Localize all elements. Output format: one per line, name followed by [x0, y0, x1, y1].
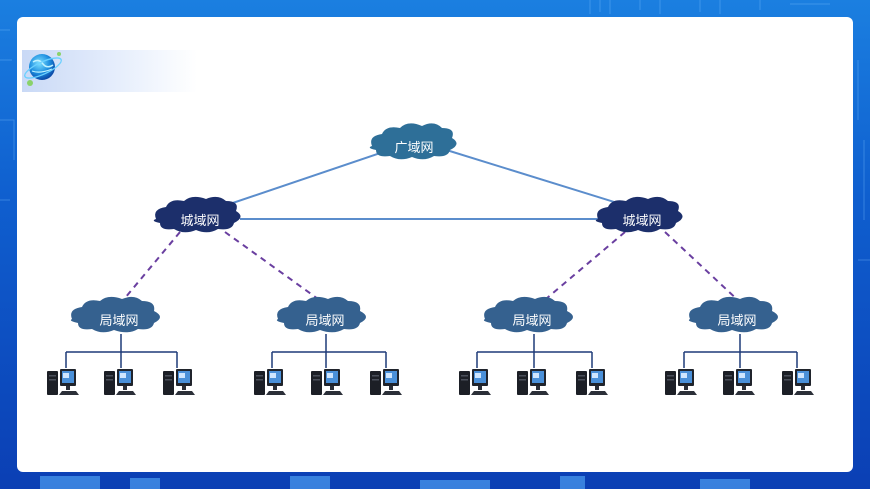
lan-3-computers	[459, 369, 608, 395]
link-man1-lan1	[119, 231, 181, 305]
slide-canvas	[17, 17, 853, 472]
man-cloud-left: 城域网	[153, 196, 241, 233]
computer-icon	[47, 369, 79, 395]
computer-icon	[723, 369, 755, 395]
wan-cloud: 广域网	[369, 123, 457, 160]
lan-2-computers	[254, 369, 402, 395]
lan-3-wiring	[476, 334, 593, 368]
lan-1-computers	[47, 369, 195, 395]
link-man1-lan2	[224, 231, 326, 305]
computer-icon	[104, 369, 136, 395]
link-man2-lan4	[664, 231, 743, 305]
lan-cloud-2: 局域网	[276, 296, 366, 333]
man-left-label: 城域网	[180, 214, 219, 229]
lan-cloud-4: 局域网	[688, 296, 778, 333]
lan-cloud-3: 局域网	[483, 296, 573, 333]
lan-4-wiring	[683, 334, 798, 368]
computer-icon	[665, 369, 697, 395]
lan-1-label: 局域网	[99, 314, 138, 329]
computer-icon	[254, 369, 286, 395]
lan-cloud-1: 局域网	[70, 296, 160, 333]
man-right-label: 城域网	[622, 214, 661, 229]
man-cloud-right: 城域网	[595, 196, 683, 233]
link-wan-man-right	[439, 147, 641, 211]
globe-icon	[24, 52, 62, 86]
computer-icon	[576, 369, 608, 395]
lan-3-label: 局域网	[512, 314, 551, 329]
computer-icon	[370, 369, 402, 395]
lan-4-label: 局域网	[717, 314, 756, 329]
lan-4-computers	[665, 369, 814, 395]
lan-2-label: 局域网	[305, 314, 344, 329]
lan-2-wiring	[271, 334, 387, 368]
computer-icon	[782, 369, 814, 395]
wan-label: 广域网	[394, 141, 433, 156]
computer-icon	[163, 369, 195, 395]
computer-icon	[459, 369, 491, 395]
link-man2-lan3	[539, 231, 626, 305]
link-wan-man-left	[211, 147, 396, 211]
computer-icon	[517, 369, 549, 395]
lan-1-wiring	[65, 334, 178, 368]
computer-icon	[311, 369, 343, 395]
